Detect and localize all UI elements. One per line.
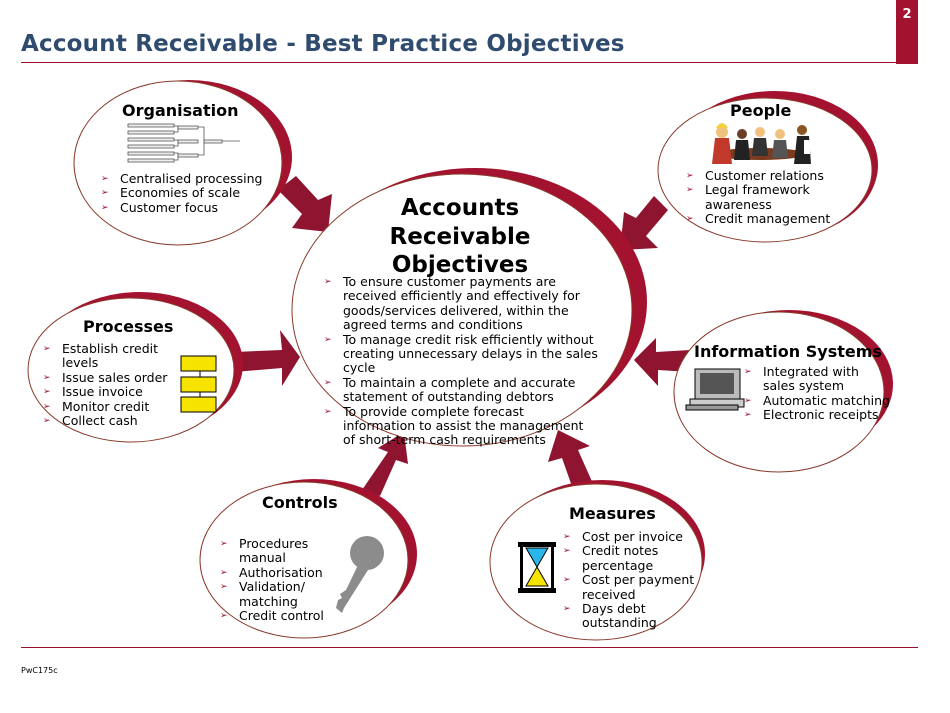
flowchart-icon <box>180 355 217 413</box>
center-title: Accounts Receivable Objectives <box>389 195 531 278</box>
list-item: To provide complete forecast information… <box>323 404 599 448</box>
title-underline <box>21 62 918 63</box>
list-item: Legal framework awareness <box>685 183 835 212</box>
list-item: To ensure customer payments are received… <box>323 274 599 333</box>
org-chart-icon <box>127 123 240 163</box>
list-item: Electronic receipts <box>743 407 893 423</box>
meeting-people-icon <box>712 123 811 164</box>
measures-label: Measures <box>569 504 656 523</box>
list-item: Days debt outstanding <box>562 601 702 631</box>
page-number-tab: 2 <box>896 0 918 64</box>
list-item: Credit control <box>219 608 329 624</box>
footer-rule <box>21 647 918 648</box>
arrow-people <box>620 196 668 250</box>
controls-label: Controls <box>262 493 338 512</box>
list-item: Credit management <box>685 211 835 227</box>
computer-icon <box>685 368 745 411</box>
arrow-controls <box>362 432 408 496</box>
key-icon <box>336 536 384 613</box>
slide-title: Account Receivable - Best Practice Objec… <box>21 31 625 57</box>
list-item: Automatic matching <box>743 393 893 409</box>
hourglass-icon <box>518 542 556 593</box>
list-item: Authorisation <box>219 565 329 581</box>
processes-list: Establish credit levels Issue sales orde… <box>42 341 172 429</box>
controls-list: Procedures manual Authorisation Validati… <box>219 536 329 624</box>
list-item: Validation/ matching <box>219 580 329 609</box>
list-item: Issue invoice <box>42 384 172 400</box>
information-systems-list: Integrated with sales system Automatic m… <box>743 364 893 423</box>
page-number: 2 <box>902 7 912 22</box>
list-item: Cost per invoice <box>562 529 702 545</box>
list-item: Customer relations <box>685 168 835 184</box>
list-item: Establish credit levels <box>42 341 172 371</box>
list-item: Integrated with sales system <box>743 364 893 394</box>
processes-label: Processes <box>83 317 174 336</box>
list-item: Cost per payment received <box>562 573 702 602</box>
list-item: Procedures manual <box>219 536 329 566</box>
information-systems-label: Information Systems <box>694 342 882 361</box>
organisation-label: Organisation <box>122 101 239 120</box>
list-item: Economies of scale <box>100 185 270 201</box>
arrow-information-systems <box>634 338 690 386</box>
footer-code: PwC175c <box>21 666 58 675</box>
list-item: Issue sales order <box>42 370 172 386</box>
list-item: Credit notes percentage <box>562 544 702 573</box>
people-label: People <box>730 101 792 120</box>
arrow-processes <box>234 330 300 386</box>
measures-list: Cost per invoice Credit notes percentage… <box>562 529 702 631</box>
arrow-organisation <box>278 176 332 232</box>
organisation-list: Centralised processing Economies of scal… <box>100 171 270 216</box>
list-item: Centralised processing <box>100 171 270 187</box>
list-item: To manage credit risk efficiently withou… <box>323 332 599 376</box>
list-item: Monitor credit <box>42 399 172 415</box>
list-item: To maintain a complete and accurate stat… <box>323 375 599 405</box>
list-item: Collect cash <box>42 413 172 429</box>
center-objectives-list: To ensure customer payments are received… <box>323 274 599 448</box>
people-list: Customer relations Legal framework aware… <box>685 168 835 227</box>
list-item: Customer focus <box>100 200 270 216</box>
